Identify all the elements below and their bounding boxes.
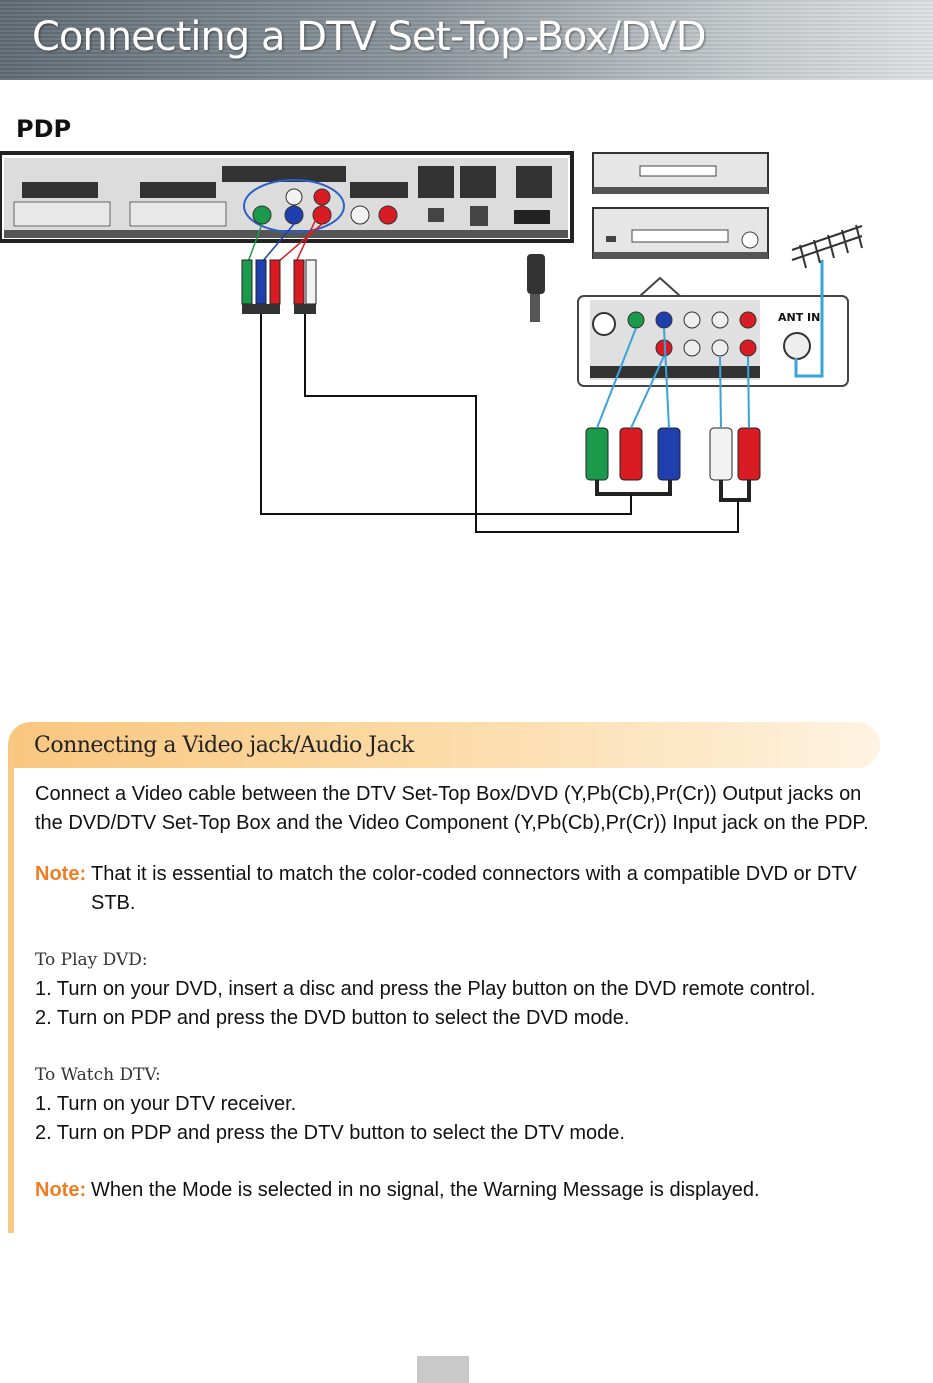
watch-step: 1. Turn on your DTV receiver.: [35, 1093, 297, 1115]
note-text: When the Mode is selected in no signal, …: [91, 1179, 760, 1201]
set-top-box-icon: [592, 207, 769, 259]
dvd-side-wires: [596, 327, 750, 429]
pdp-side-plugs: [241, 259, 317, 314]
page-header: Connecting a DTV Set-Top-Box/DVD: [0, 0, 933, 80]
pdp-side-wires: [247, 205, 323, 263]
note-warning: Note: When the Mode is selected in no si…: [35, 1176, 875, 1205]
dvd-side-plugs: [585, 427, 761, 502]
note-text: That it is essential to match the color-…: [91, 863, 857, 914]
ant-in-label: ANT IN: [778, 311, 820, 324]
watch-step: 2. Turn on PDP and press the DTV button …: [35, 1122, 625, 1144]
instructions: Connect a Video cable between the DTV Se…: [35, 780, 875, 1205]
cable-routes: [260, 314, 739, 533]
intro-paragraph: Connect a Video cable between the DTV Se…: [35, 783, 869, 834]
note-label: Note:: [35, 1179, 87, 1201]
page-number-box: [417, 1356, 469, 1383]
antenna-icon: [791, 224, 863, 269]
antenna-cable: [794, 260, 824, 378]
section-title: Connecting a Video jack/Audio Jack: [34, 733, 414, 758]
page-title: Connecting a DTV Set-Top-Box/DVD: [32, 14, 707, 60]
play-dvd-heading: To Play DVD:: [35, 950, 148, 970]
play-step: 1. Turn on your DVD, insert a disc and p…: [35, 978, 816, 1000]
dvd-output-panel: ANT IN: [577, 276, 849, 387]
pdp-label: PDP: [16, 115, 71, 143]
pdp-rear-panel: [0, 151, 574, 243]
section-header-bar: Connecting a Video jack/Audio Jack: [8, 722, 880, 768]
note-compatibility: Note: That it is essential to match the …: [35, 860, 875, 918]
note-label: Note:: [35, 863, 87, 885]
watch-dtv-heading: To Watch DTV:: [35, 1065, 161, 1085]
connection-diagram: PDP: [0, 115, 863, 533]
play-step: 2. Turn on PDP and press the DVD button …: [35, 1007, 630, 1029]
section-side-rule: [8, 745, 14, 1233]
header-texture: [0, 0, 933, 80]
dvd-player-icon: [592, 152, 769, 194]
rf-plug-icon: [527, 254, 545, 322]
